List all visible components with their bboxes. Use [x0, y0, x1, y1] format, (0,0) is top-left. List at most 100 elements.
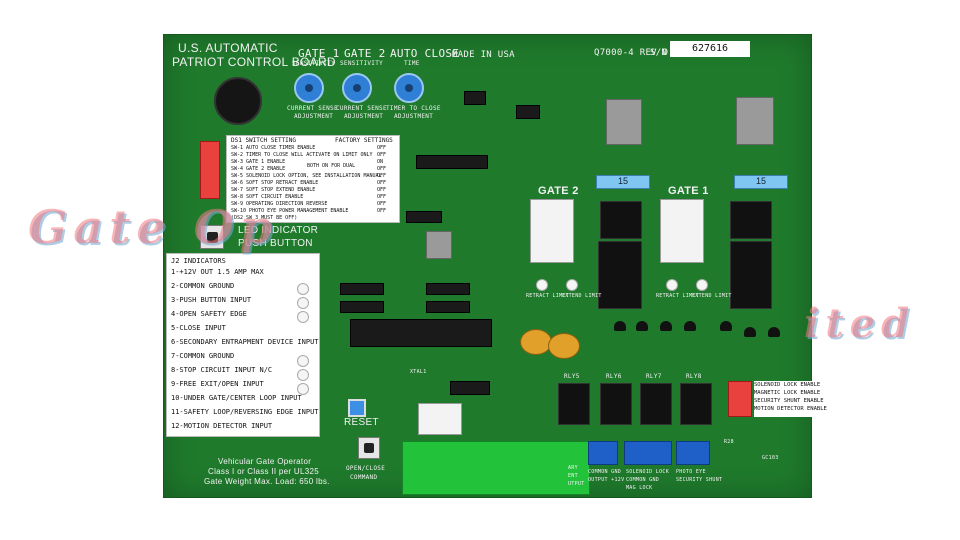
switch-row: SW-9 OPERATING DIRECTION REVERSE — [231, 201, 328, 207]
extend-limit-led — [566, 279, 578, 291]
retract-limit-led — [536, 279, 548, 291]
switch-row: (DS2 SW 3 MUST BE OFF) — [231, 215, 298, 221]
ic-chip — [450, 381, 490, 395]
ic-chip — [516, 105, 540, 119]
voltage-regulator — [426, 231, 452, 259]
switch-table-factory: FACTORY SETTINGS — [335, 137, 393, 144]
relay-rly8 — [680, 383, 712, 425]
reset-button[interactable] — [348, 399, 366, 417]
j2-indicator-panel: J2 INDICATORS 1-+12V OUT 1.5 AMP MAX 2-C… — [166, 253, 320, 437]
gate2-sensitivity-dial[interactable] — [342, 73, 372, 103]
disc-capacitor — [548, 333, 580, 359]
ic-chip — [340, 283, 384, 295]
footer-line: Gate Weight Max. Load: 650 lbs. — [204, 477, 330, 486]
ic-chip — [426, 283, 470, 295]
switch-value: OFF — [377, 166, 387, 172]
power-transistor — [606, 99, 642, 145]
j2-row: 3-PUSH BUTTON INPUT — [171, 296, 252, 304]
gate1-label: GATE 1 — [668, 185, 709, 197]
auto-close-dial-sub: TIME — [404, 60, 420, 67]
lock-terminal[interactable] — [624, 441, 672, 465]
ic-chip — [464, 91, 486, 105]
switch-setting-table: DS1 SWITCH SETTING FACTORY SETTINGS SW-1… — [226, 135, 400, 223]
ic-chip — [416, 155, 488, 169]
open-close-command-button[interactable] — [358, 437, 380, 459]
transistor — [744, 327, 756, 337]
j2-row: 12-MOTION DETECTOR INPUT — [171, 422, 273, 430]
ds2-row: MOTION DETECTOR ENABLE — [754, 406, 827, 412]
transistor — [720, 321, 732, 331]
switch-value: OFF — [377, 152, 387, 158]
j2-row: 6-SECONDARY ENTRAPMENT DEVICE INPUT — [171, 338, 319, 346]
switch-row: SW-3 GATE 1 ENABLE — [231, 159, 286, 165]
auto-close-time-dial[interactable] — [394, 73, 424, 103]
gate2-retract-limit: RETRACT LIMIT — [526, 293, 570, 299]
ds2-setting-panel: SOLENOID LOCK ENABLE MAGNETIC LOCK ENABL… — [754, 381, 844, 417]
header-connector[interactable] — [418, 403, 462, 435]
power-transistor — [736, 97, 774, 145]
ent-label: ENT — [568, 473, 578, 479]
gate1-motor-connector[interactable] — [660, 199, 704, 263]
gate1-retract-limit: RETRACT LIMIT — [656, 293, 700, 299]
switch-value: OFF — [377, 145, 387, 151]
buzzer — [214, 77, 262, 125]
gate2-motor-connector[interactable] — [530, 199, 574, 263]
switch-row: SW-8 SOFT CIRCUIT ENABLE — [231, 194, 304, 200]
gate2-dial-caption1: CURRENT SENSE — [336, 105, 387, 112]
switch-row: SW-4 GATE 2 ENABLE — [231, 166, 286, 172]
rly5-ref: RLY5 — [564, 373, 580, 380]
switch-value: OFF — [377, 194, 387, 200]
xtal-ref: XTAL1 — [410, 369, 427, 375]
r28-ref: R28 — [724, 439, 734, 445]
ds2-row: SECURITY SHUNT ENABLE — [754, 398, 824, 404]
input-terminal-block[interactable] — [402, 441, 590, 495]
rly6-ref: RLY6 — [606, 373, 622, 380]
gate2-label: GATE 2 — [538, 185, 579, 197]
control-board: U.S. AUTOMATIC PATRIOT CONTROL BOARD MAD… — [163, 34, 844, 498]
j2-row: 10-UNDER GATE/CENTER LOOP INPUT — [171, 394, 302, 402]
switch-value: OFF — [377, 180, 387, 186]
terminal-label: SECURITY SHUNT — [676, 477, 723, 483]
led-indicator-push-button[interactable] — [200, 225, 224, 249]
switch-value: OFF — [377, 187, 387, 193]
gate1-sensitivity-dial[interactable] — [294, 73, 324, 103]
ds2-dip-switch[interactable] — [728, 381, 752, 417]
serial-label: 627616 — [670, 41, 750, 57]
transistor — [660, 321, 672, 331]
terminal-label: MAG LOCK — [626, 485, 653, 491]
ic-chip — [406, 211, 442, 223]
transistor — [636, 321, 648, 331]
relay-rly6 — [600, 383, 632, 425]
photo-eye-terminal[interactable] — [676, 441, 710, 465]
auto-close-dial-caption1: TIMER TO CLOSE — [386, 105, 441, 112]
j2-row: 7-COMMON GROUND — [171, 352, 235, 360]
gate2-dial-caption2: ADJUSTMENT — [344, 113, 384, 120]
made-in-label: MADE IN USA — [452, 50, 515, 60]
transistor — [768, 327, 780, 337]
part-number: Q7000-4 REV D — [594, 48, 669, 58]
terminal-label: OUTPUT +12V — [588, 477, 625, 483]
terminal-label: COMMON GND — [588, 469, 622, 475]
disc-capacitor — [520, 329, 552, 355]
ds1-dip-switch[interactable] — [200, 141, 220, 199]
terminal-label: SOLENOID LOCK — [626, 469, 670, 475]
j2-row: 8-STOP CIRCUIT INPUT N/C — [171, 366, 273, 374]
terminal-label: PHOTO EYE — [676, 469, 706, 475]
relay-rly5 — [558, 383, 590, 425]
push-button-label: PUSH BUTTON — [238, 238, 313, 249]
transistor — [614, 321, 626, 331]
switch-row: SW-1 AUTO CLOSE TIMER ENABLE — [231, 145, 316, 151]
header-line1: U.S. AUTOMATIC — [178, 41, 278, 55]
j2-row: 11-SAFETY LOOP/REVERSING EDGE INPUT — [171, 408, 319, 416]
output-terminal[interactable] — [588, 441, 618, 465]
switch-row: SW-10 PHOTO EYE POWER MANAGEMENT ENABLE — [231, 208, 349, 214]
relay-rly7 — [640, 383, 672, 425]
ds2-row: SOLENOID LOCK ENABLE — [754, 382, 821, 388]
indicator-led — [297, 355, 309, 367]
auto-close-dial-caption2: ADJUSTMENT — [394, 113, 434, 120]
auto-close-dial-title: AUTO CLOSE — [390, 47, 460, 60]
ds2-row: MAGNETIC LOCK ENABLE — [754, 390, 821, 396]
switch-both-on: BOTH ON FOR DUAL — [307, 163, 356, 169]
rly7-ref: RLY7 — [646, 373, 662, 380]
gate1-dial-sub: SENSITIVITY — [292, 60, 336, 67]
